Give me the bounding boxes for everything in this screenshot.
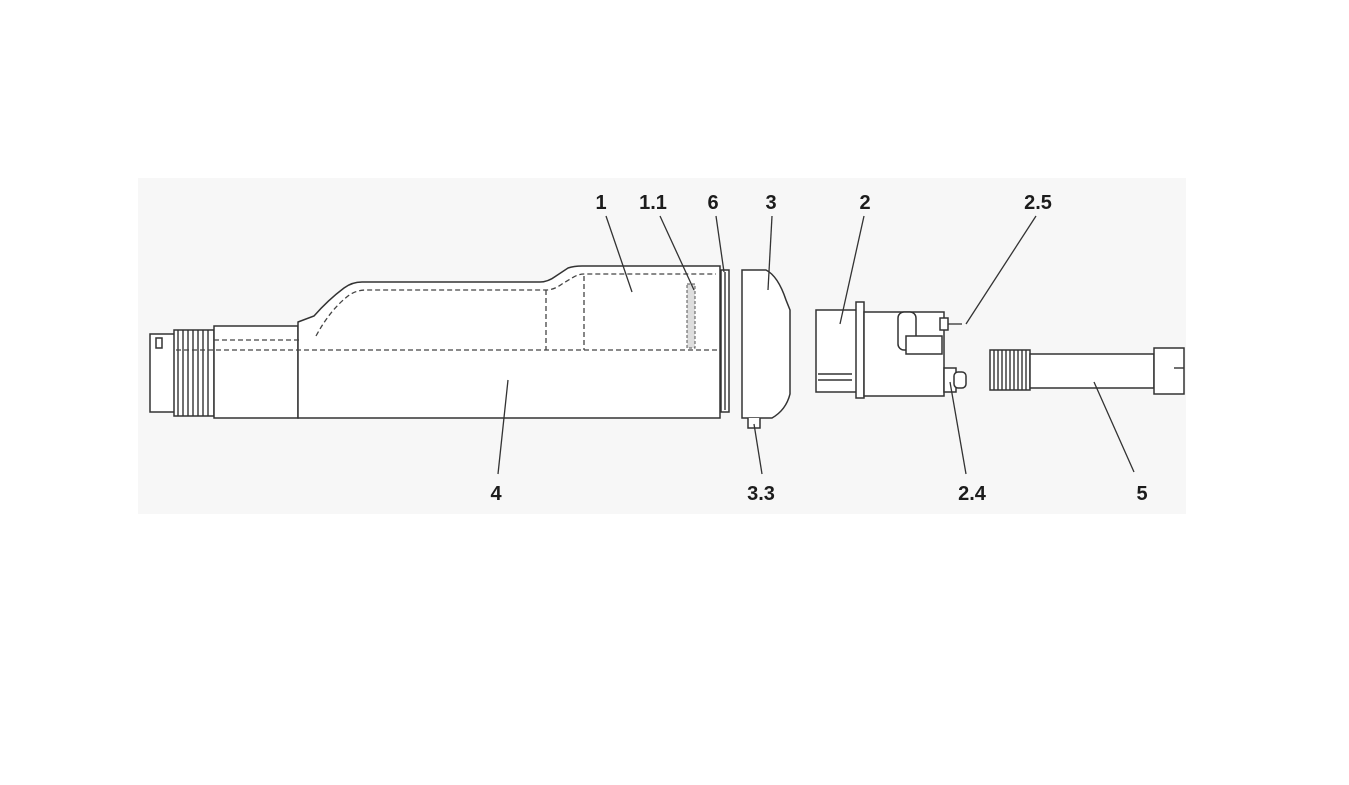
part-4-thread-lines xyxy=(177,330,209,416)
callout-2: 2 xyxy=(859,192,870,214)
part-3-cover-body xyxy=(741,269,791,419)
part-2-4-nozzle-tip xyxy=(953,371,967,389)
leader-4 xyxy=(497,379,509,475)
callout-6: 6 xyxy=(707,192,718,214)
leader-6 xyxy=(715,215,725,273)
callout-labels: 1 1.1 6 3 2 2.5 4 3.3 2.4 5 xyxy=(490,192,1147,505)
part-5-tube-body xyxy=(1029,353,1155,389)
part-4-housing xyxy=(149,265,721,419)
callout-3-3: 3.3 xyxy=(747,483,775,505)
part-4-rear-cap xyxy=(149,333,177,413)
part-3-cover xyxy=(741,269,791,429)
leader-5 xyxy=(1093,381,1135,473)
leader-1 xyxy=(605,215,633,293)
part-2-flange xyxy=(855,301,865,399)
part-2-front-block xyxy=(815,309,859,393)
part-4-main-body xyxy=(297,265,721,419)
leader-3 xyxy=(767,215,773,291)
callout-1-1: 1.1 xyxy=(639,192,667,214)
part-5-thread-lines xyxy=(993,350,1027,390)
leader-1-1 xyxy=(659,215,695,291)
part-5-head xyxy=(1153,347,1185,395)
callout-2-5: 2.5 xyxy=(1024,192,1052,214)
callout-1: 1 xyxy=(595,192,606,214)
leader-3-3 xyxy=(753,423,763,475)
callout-2-4: 2.4 xyxy=(958,483,987,505)
part-1-1-filter xyxy=(686,283,696,349)
callout-4: 4 xyxy=(490,483,502,505)
leader-2-4 xyxy=(949,381,967,475)
part-5-tube xyxy=(989,347,1185,395)
callout-3: 3 xyxy=(765,192,776,214)
callout-5: 5 xyxy=(1136,483,1147,505)
leader-2-5 xyxy=(965,215,1037,325)
part-2-insert xyxy=(815,301,967,399)
part-2-valve-arm xyxy=(905,335,943,355)
part-4-rear-pin xyxy=(155,337,163,349)
leader-2 xyxy=(839,215,865,325)
part-2-5-tab xyxy=(939,317,949,331)
leader-lines xyxy=(497,215,1135,475)
